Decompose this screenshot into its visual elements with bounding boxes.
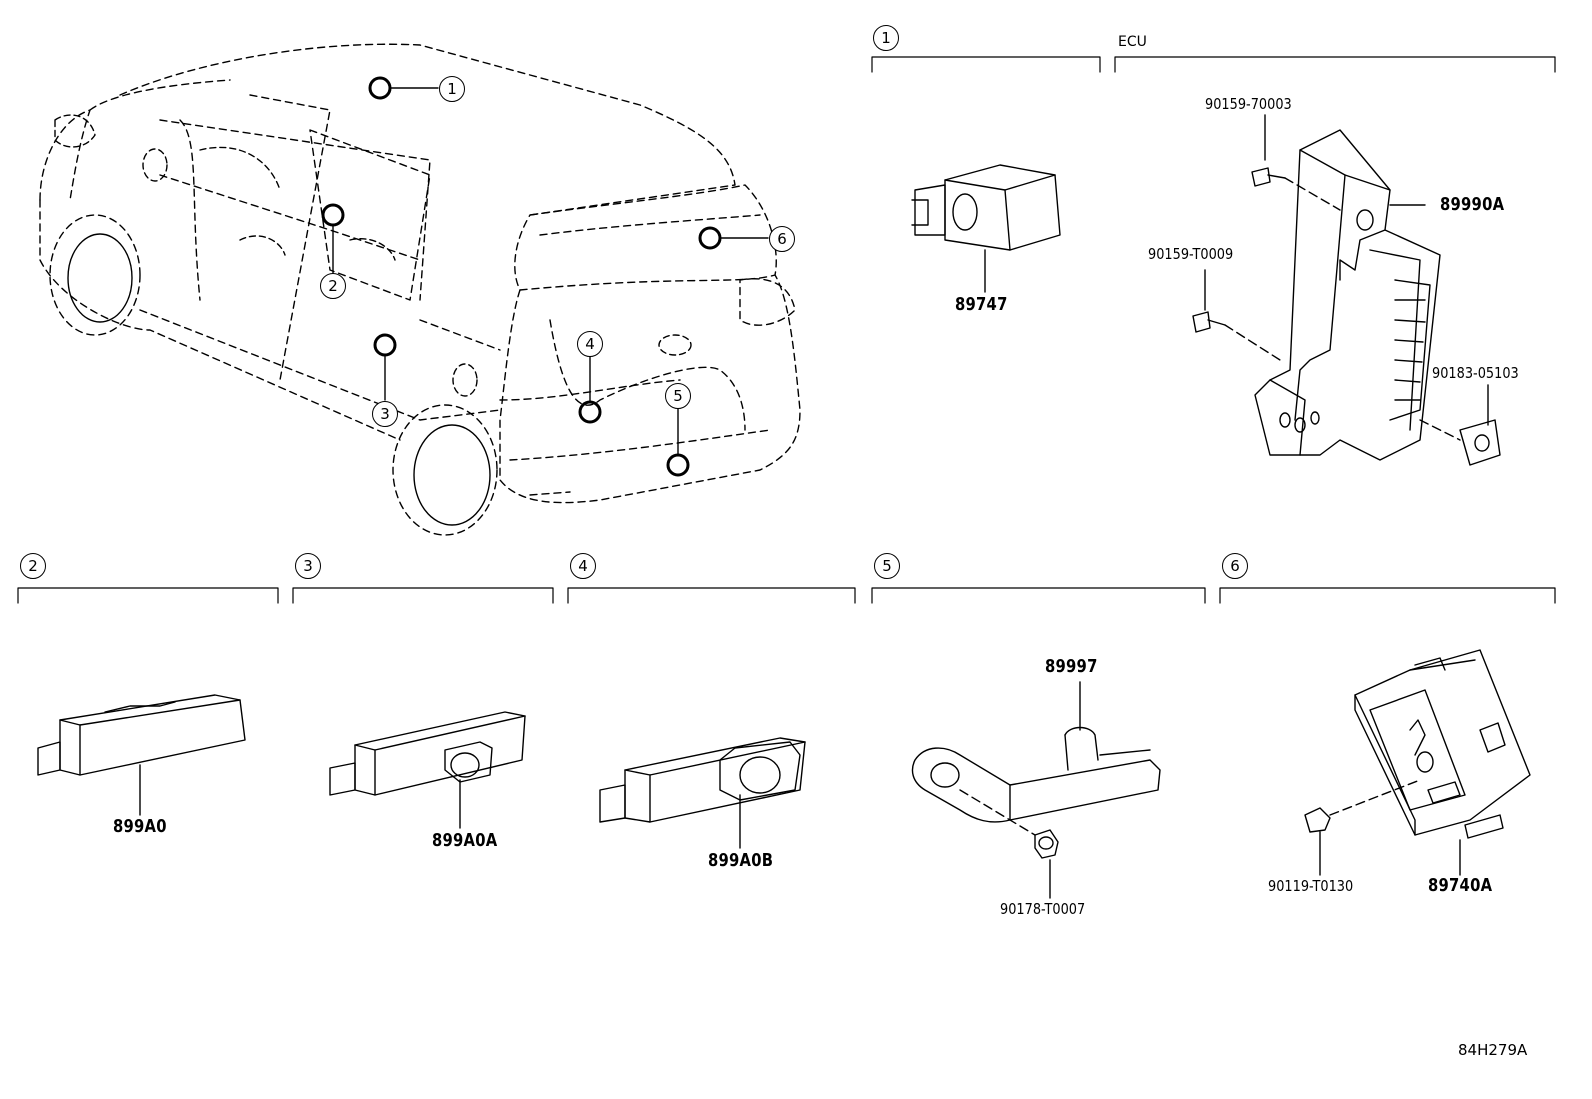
part-899A0B-drawing <box>599 737 806 849</box>
part-899A0A-drawing <box>329 711 526 829</box>
part-number-89747[interactable]: 89747 <box>955 294 1008 315</box>
part-number-899A0A[interactable]: 899A0A <box>432 830 498 851</box>
part-89747-drawing <box>911 164 1061 293</box>
vehicle-callout-5: 5 <box>665 383 691 409</box>
section-5-callout: 5 <box>874 553 900 579</box>
diagram-reference-code: 84H279A <box>1458 1041 1528 1059</box>
part-89740A-drawing <box>1304 649 1531 876</box>
vehicle-callout-3: 3 <box>372 401 398 427</box>
part-number-899A0B[interactable]: 899A0B <box>708 850 774 871</box>
part-number-90183-05103[interactable]: 90183-05103 <box>1432 364 1519 382</box>
section-brackets <box>17 56 1556 604</box>
vehicle-callout-6: 6 <box>769 226 795 252</box>
section-3-callout: 3 <box>295 553 321 579</box>
part-number-90178-T0007[interactable]: 90178-T0007 <box>1000 900 1086 918</box>
part-number-89990A[interactable]: 89990A <box>1440 194 1505 215</box>
section-1-callout: 1 <box>873 25 899 51</box>
section-6-callout: 6 <box>1222 553 1248 579</box>
part-number-89740A[interactable]: 89740A <box>1428 875 1493 896</box>
part-number-90159-70003[interactable]: 90159-70003 <box>1205 95 1292 113</box>
part-89997-drawing <box>911 681 1161 899</box>
part-number-899A0[interactable]: 899A0 <box>113 816 167 837</box>
vehicle-callout-1: 1 <box>439 76 465 102</box>
section-ecu-label: ECU <box>1118 34 1147 50</box>
part-89990A-drawing <box>1192 114 1501 466</box>
vehicle-illustration <box>39 43 801 536</box>
part-number-90159-T0009[interactable]: 90159-T0009 <box>1148 245 1234 263</box>
part-899A0-drawing <box>37 694 246 816</box>
section-2-callout: 2 <box>20 553 46 579</box>
part-number-90119-T0130[interactable]: 90119-T0130 <box>1268 877 1354 895</box>
vehicle-callout-4: 4 <box>577 331 603 357</box>
part-number-89997[interactable]: 89997 <box>1045 656 1098 677</box>
section-4-callout: 4 <box>570 553 596 579</box>
vehicle-callout-2: 2 <box>320 273 346 299</box>
